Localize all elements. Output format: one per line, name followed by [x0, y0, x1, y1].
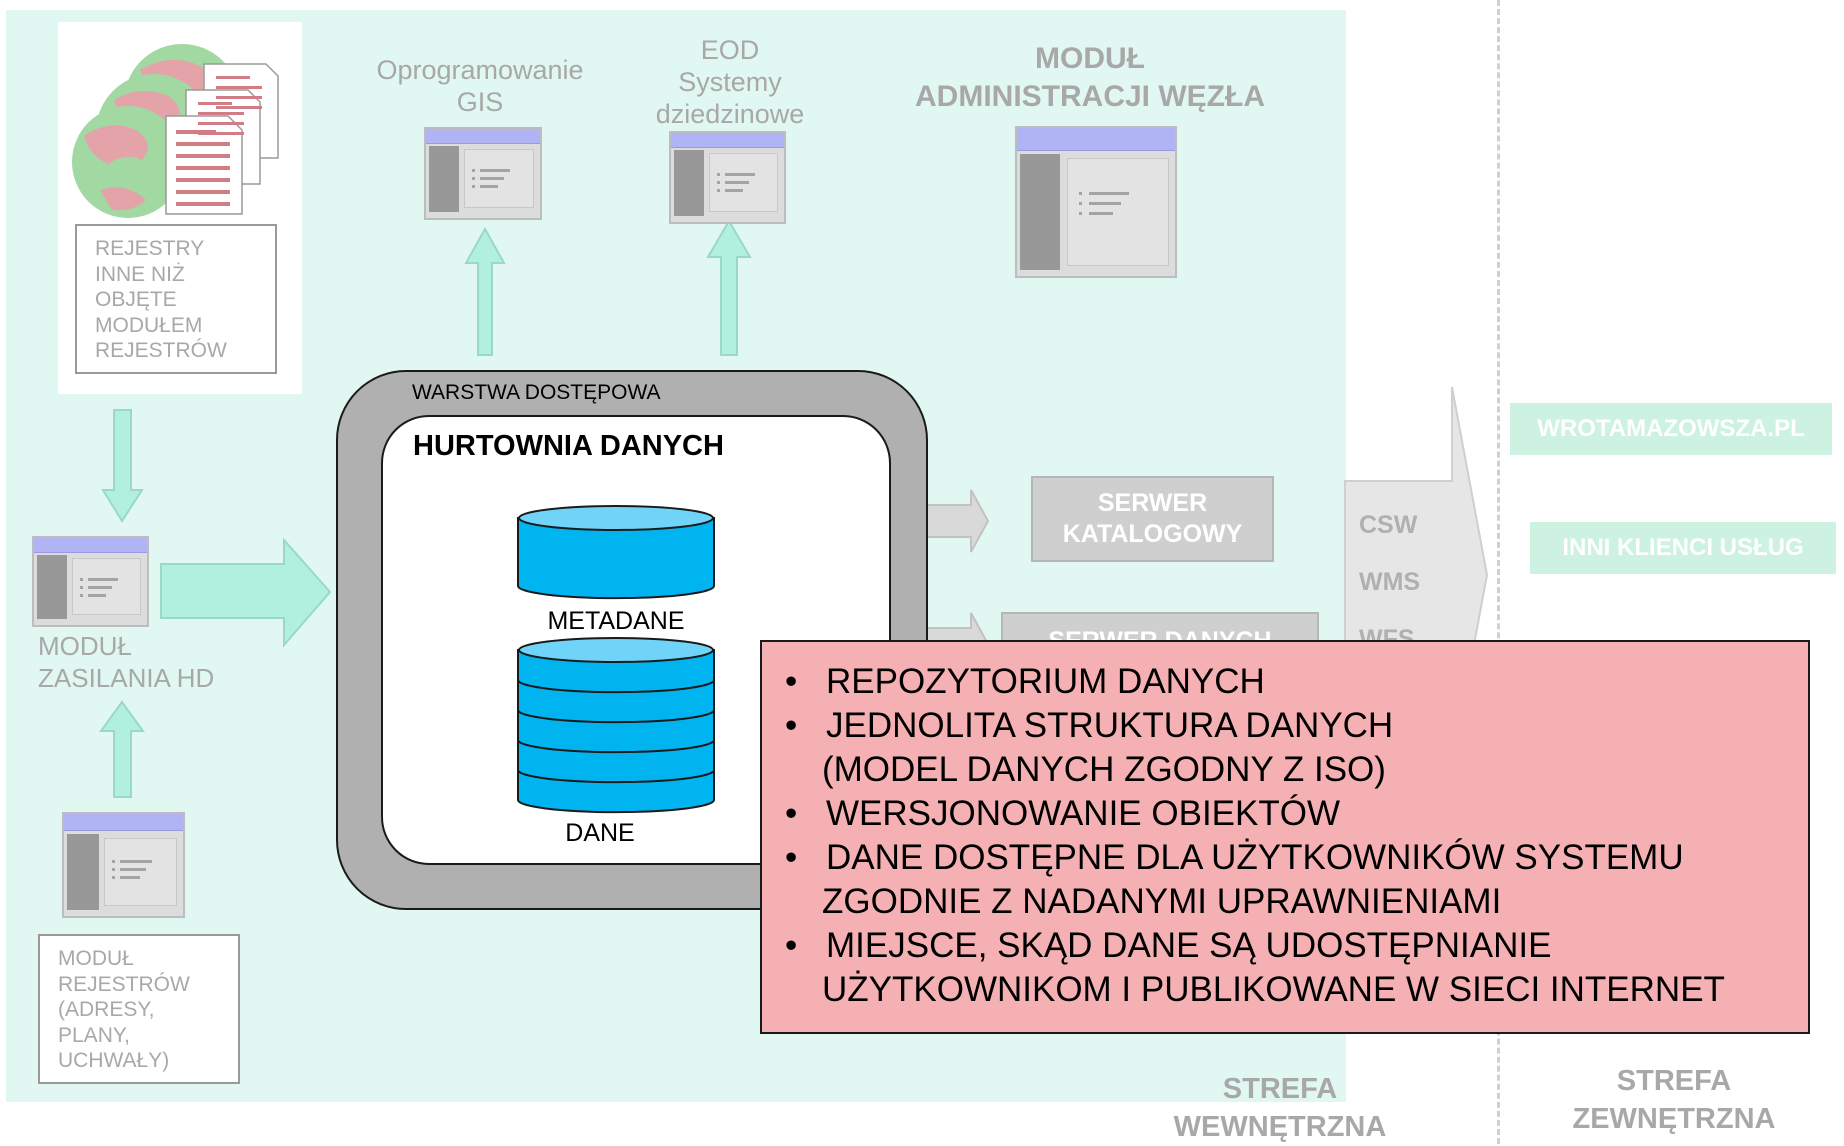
callout-item-line: DANE DOSTĘPNE DLA UŻYTKOWNIKÓW SYSTEMU: [826, 838, 1684, 877]
data-label: DANE: [565, 819, 635, 847]
callout-item: • REPOZYTORIUM DANYCH: [780, 660, 1808, 704]
eod-window-icon: [669, 131, 786, 224]
gis-window-icon: [424, 127, 542, 220]
eod-label-line: dziedzinowe: [655, 99, 805, 129]
data-warehouse-title: HURTOWNIA DANYCH: [413, 430, 724, 462]
callout-item-line: REPOZYTORIUM DANYCH: [826, 662, 1265, 701]
callout-bullet: •: [785, 926, 798, 965]
arrow-warehouse-to-catalog: [925, 489, 990, 553]
callout-bullet: •: [785, 838, 798, 877]
admin-module-label-line: MODUŁ: [1035, 42, 1145, 75]
admin-window-icon: [1015, 126, 1177, 278]
registers-module-window-icon: [62, 812, 185, 918]
callout-bullet: •: [785, 662, 798, 701]
callout-item-line: ZGODNIE Z NADANYMI UPRAWNIENIAMI: [822, 882, 1502, 921]
service-wms: WMS: [1359, 568, 1421, 596]
register-box: REJESTRY INNE NIŻ OBJĘTE MODUŁEM REJESTR…: [75, 224, 277, 374]
callout-item-line: MIEJSCE, SKĄD DANE SĄ UDOSTĘPNIANIE: [826, 926, 1552, 965]
callout-item-line: UŻYTKOWNIKOM I PUBLIKOWANE W SIECI INTER…: [822, 970, 1725, 1009]
gis-label-line: Oprogramowanie: [376, 55, 584, 85]
callout-item: • WERSJONOWANIE OBIEKTÓW: [780, 792, 1808, 836]
globe-front-icon: [72, 106, 184, 218]
metadata-label: METADANE: [547, 607, 685, 635]
arrow-warehouse-to-eod: [706, 219, 752, 356]
internal-zone-label: STREFA WEWNĘTRZNA: [1140, 1070, 1420, 1146]
client-others: INNI KLIENCI USŁUG: [1530, 522, 1836, 574]
callout-item: • MIEJSCE, SKĄD DANE SĄ UDOSTĘPNIANIE UŻ…: [780, 924, 1808, 1012]
metadata-database-icon: [517, 505, 715, 600]
external-zone-label-line: ZEWNĘTRZNA: [1572, 1103, 1776, 1135]
catalog-server-box: SERWER KATALOGOWY: [1031, 476, 1274, 562]
callout-item-line: WERSJONOWANIE OBIEKTÓW: [826, 794, 1340, 833]
feed-module-label: MODUŁ ZASILANIA HD: [38, 630, 214, 694]
external-zone-label-line: STREFA: [1616, 1065, 1732, 1097]
eod-label-line: Systemy: [678, 67, 782, 97]
client-others-label: INNI KLIENCI USŁUG: [1562, 534, 1804, 561]
registers-module-box: MODUŁ REJESTRÓW (ADRESY, PLANY, UCHWAŁY): [38, 934, 240, 1084]
catalog-server-label-line: SERWER: [1097, 489, 1208, 517]
client-wrotamazowsza-label: WROTAMAZOWSZA.PL: [1537, 415, 1805, 442]
callout-item-line: (MODEL DANYCH ZGODNY Z ISO): [822, 750, 1386, 789]
internal-zone-label-line: STREFA: [1222, 1073, 1338, 1105]
access-layer-label: WARSTWA DOSTĘPOWA: [412, 381, 661, 404]
registers-module-line: MODUŁ: [58, 947, 134, 970]
callout-bullet: •: [785, 706, 798, 745]
register-box-line: REJESTRÓW: [95, 339, 227, 362]
arrow-registers-to-feed: [99, 700, 145, 798]
registers-module-line: UCHWAŁY): [58, 1049, 170, 1072]
callout-item: • JEDNOLITA STRUKTURA DANYCH (MODEL DANY…: [780, 704, 1808, 792]
zone-divider: [1497, 0, 1500, 1144]
feed-module-label-line: ZASILANIA HD: [38, 663, 215, 693]
globe-documents-icon: [72, 44, 279, 218]
register-box-line: MODUŁEM: [95, 313, 203, 337]
gis-label-line: GIS: [456, 87, 504, 117]
document-lines-icon: [176, 76, 262, 206]
registers-module-line: REJESTRÓW: [58, 972, 190, 996]
callout-item: • DANE DOSTĘPNE DLA UŻYTKOWNIKÓW SYSTEMU…: [780, 836, 1808, 924]
catalog-server-label-line: KATALOGOWY: [1062, 520, 1243, 548]
register-box-line: REJESTRY: [95, 237, 205, 260]
data-database-icon: [517, 637, 715, 814]
register-box-line: INNE NIŻ: [95, 262, 185, 286]
service-csw: CSW: [1359, 511, 1418, 539]
registers-module-line: (ADRESY,: [58, 998, 155, 1021]
register-box-line: OBJĘTE: [95, 288, 177, 311]
client-wrotamazowsza: WROTAMAZOWSZA.PL: [1510, 403, 1832, 455]
feed-module-window-icon: [32, 536, 149, 627]
callout-bullet: •: [785, 794, 798, 833]
database-icons: [517, 505, 715, 814]
arrow-feed-to-warehouse: [160, 537, 332, 648]
eod-label: EOD Systemy dziedzinowe: [620, 34, 840, 130]
feed-module-label-line: MODUŁ: [38, 631, 132, 661]
registers-module-line: PLANY,: [58, 1023, 130, 1047]
arrow-warehouse-to-gis: [464, 226, 506, 356]
callout-item-line: JEDNOLITA STRUKTURA DANYCH: [826, 706, 1394, 745]
warehouse-features-callout: • REPOZYTORIUM DANYCH • JEDNOLITA STRUKT…: [760, 640, 1810, 1034]
admin-module-label: MODUŁ ADMINISTRACJI WĘZŁA: [880, 40, 1300, 116]
external-zone-label: STREFA ZEWNĘTRZNA: [1534, 1062, 1814, 1138]
arrow-register-to-feed: [101, 409, 144, 523]
admin-module-label-line: ADMINISTRACJI WĘZŁA: [915, 80, 1265, 113]
eod-label-line: EOD: [700, 35, 760, 65]
gis-label: Oprogramowanie GIS: [370, 54, 590, 118]
internal-zone-label-line: WEWNĘTRZNA: [1173, 1111, 1387, 1143]
